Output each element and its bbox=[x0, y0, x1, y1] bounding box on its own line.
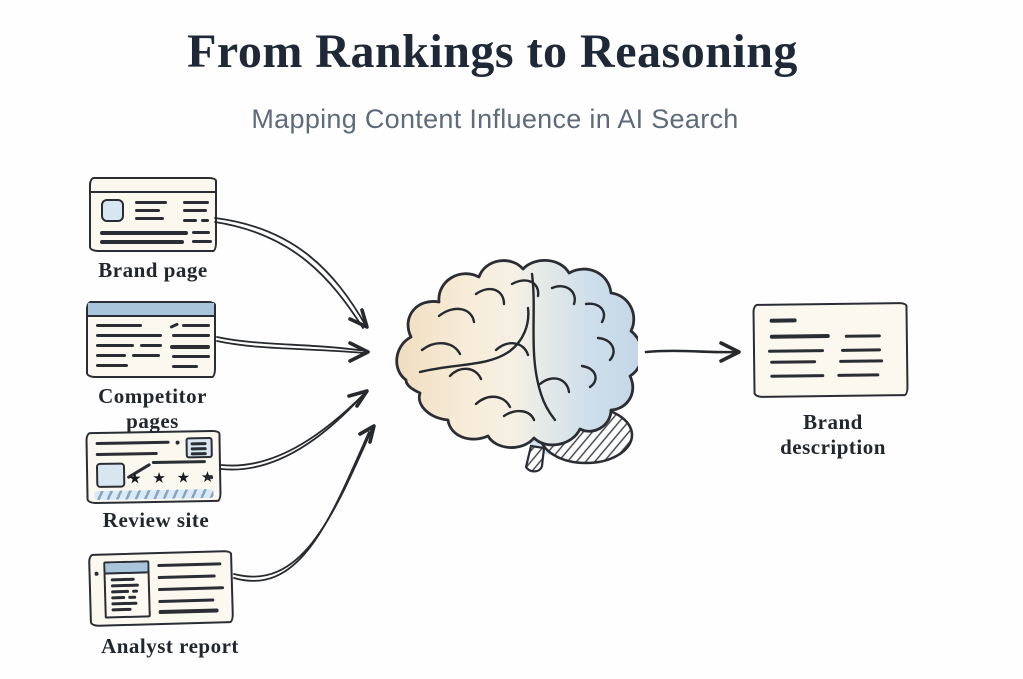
sketch-line bbox=[206, 475, 214, 480]
sketch-line bbox=[157, 574, 216, 580]
sketch-line bbox=[100, 231, 188, 235]
arrow-analyst-to-brain bbox=[233, 428, 373, 578]
arrow-competitor-to-brain bbox=[216, 336, 367, 352]
sketch-line bbox=[111, 607, 132, 611]
sketch-line bbox=[192, 231, 210, 234]
sketch-line bbox=[135, 201, 167, 204]
sketch-line bbox=[192, 240, 212, 243]
source-card-analyst-report bbox=[88, 550, 234, 627]
sketch-line bbox=[770, 374, 825, 378]
sketch-line bbox=[100, 240, 184, 244]
sketch-line bbox=[190, 452, 207, 455]
output-label-brand-description: Brand description bbox=[780, 410, 886, 459]
sketch-line bbox=[190, 442, 207, 445]
sketch-line bbox=[183, 219, 197, 222]
arrowhead-analyst bbox=[358, 424, 376, 444]
sketch-line bbox=[96, 364, 128, 367]
arrowhead-review bbox=[347, 389, 369, 408]
sketch-line bbox=[172, 334, 210, 337]
arrowhead-brand bbox=[348, 308, 369, 329]
sketch-line bbox=[157, 562, 222, 568]
sketch-line bbox=[96, 324, 142, 327]
brain-gyri-lines bbox=[418, 272, 615, 422]
report-title-bar bbox=[105, 562, 148, 575]
output-card-brand-description bbox=[752, 302, 909, 398]
sketch-line bbox=[840, 348, 882, 352]
sketch-line bbox=[183, 209, 207, 212]
reviewer-avatar-placeholder bbox=[95, 462, 126, 489]
source-card-competitor-pages bbox=[86, 301, 216, 378]
sketch-line bbox=[110, 577, 135, 581]
brain-stem-shape bbox=[524, 444, 546, 473]
arrow-brain-to-output bbox=[644, 349, 738, 354]
sketch-line bbox=[111, 601, 138, 605]
sketch-line bbox=[158, 598, 215, 604]
sketch-dot bbox=[94, 571, 99, 576]
sketch-line bbox=[182, 324, 210, 327]
sketch-line bbox=[132, 354, 160, 357]
sketch-line bbox=[837, 373, 880, 377]
sketch-line bbox=[151, 460, 206, 465]
arrow-analyst-to-brain-echo bbox=[233, 431, 370, 582]
sketch-line bbox=[844, 334, 881, 338]
arrowhead-output bbox=[719, 341, 741, 363]
arrow-competitor-to-brain-echo bbox=[216, 340, 365, 354]
source-label-competitor-pages: Competitor pages bbox=[98, 384, 207, 433]
image-placeholder-icon bbox=[101, 199, 124, 222]
sketch-line bbox=[769, 334, 830, 339]
sketch-dot bbox=[175, 440, 180, 445]
report-page-icon bbox=[103, 560, 151, 619]
sketch-line bbox=[190, 447, 207, 450]
sketch-line bbox=[135, 209, 160, 212]
source-label-analyst-report: Analyst report bbox=[101, 634, 239, 658]
sketch-line bbox=[111, 596, 126, 599]
arrow-curves bbox=[214, 217, 373, 582]
arrow-brand-to-brain-echo bbox=[214, 221, 364, 329]
highlight-strip bbox=[94, 488, 214, 501]
browser-header-bar bbox=[91, 179, 215, 193]
text-panel-icon bbox=[185, 436, 213, 459]
source-card-review-site: ★ ★ ★ ★ bbox=[85, 429, 222, 505]
source-label-brand-page: Brand page bbox=[98, 258, 208, 282]
sketch-line bbox=[111, 589, 130, 593]
sketch-line bbox=[95, 440, 170, 446]
sketch-line bbox=[170, 345, 210, 349]
sketch-line bbox=[132, 589, 139, 593]
sketch-line bbox=[96, 334, 162, 337]
sketch-line bbox=[128, 595, 137, 599]
sketch-line bbox=[95, 451, 158, 457]
sketch-line bbox=[135, 217, 164, 220]
sketch-line bbox=[169, 322, 179, 329]
sketch-line bbox=[96, 354, 126, 357]
sketch-line bbox=[839, 359, 884, 363]
page-subtitle: Mapping Content Influence in AI Search bbox=[251, 104, 739, 134]
sketch-line bbox=[96, 344, 134, 347]
cortex-shape bbox=[395, 259, 638, 449]
sketch-line bbox=[767, 349, 825, 353]
star-rating-icon: ★ ★ ★ ★ bbox=[128, 467, 218, 488]
source-label-review-site: Review site bbox=[102, 508, 210, 532]
page-title: From Rankings to Reasoning bbox=[187, 25, 798, 78]
sketch-line bbox=[183, 201, 209, 204]
sketch-line bbox=[157, 586, 225, 592]
arrow-review-to-brain-echo bbox=[220, 395, 363, 471]
sketch-line bbox=[140, 344, 162, 347]
sketch-line bbox=[172, 365, 198, 368]
sketch-line bbox=[172, 355, 210, 358]
browser-header-bar bbox=[88, 303, 214, 317]
source-card-brand-page bbox=[89, 177, 217, 252]
sketch-line bbox=[201, 219, 209, 222]
sketch-line bbox=[158, 608, 219, 614]
arrowhead-competitor bbox=[348, 341, 370, 363]
sketch-line bbox=[769, 318, 797, 323]
sketch-line bbox=[110, 583, 139, 587]
arrow-review-to-brain bbox=[220, 392, 366, 467]
brain-icon bbox=[395, 259, 638, 473]
sketch-line bbox=[770, 360, 817, 364]
arrow-brand-to-brain bbox=[214, 217, 367, 327]
